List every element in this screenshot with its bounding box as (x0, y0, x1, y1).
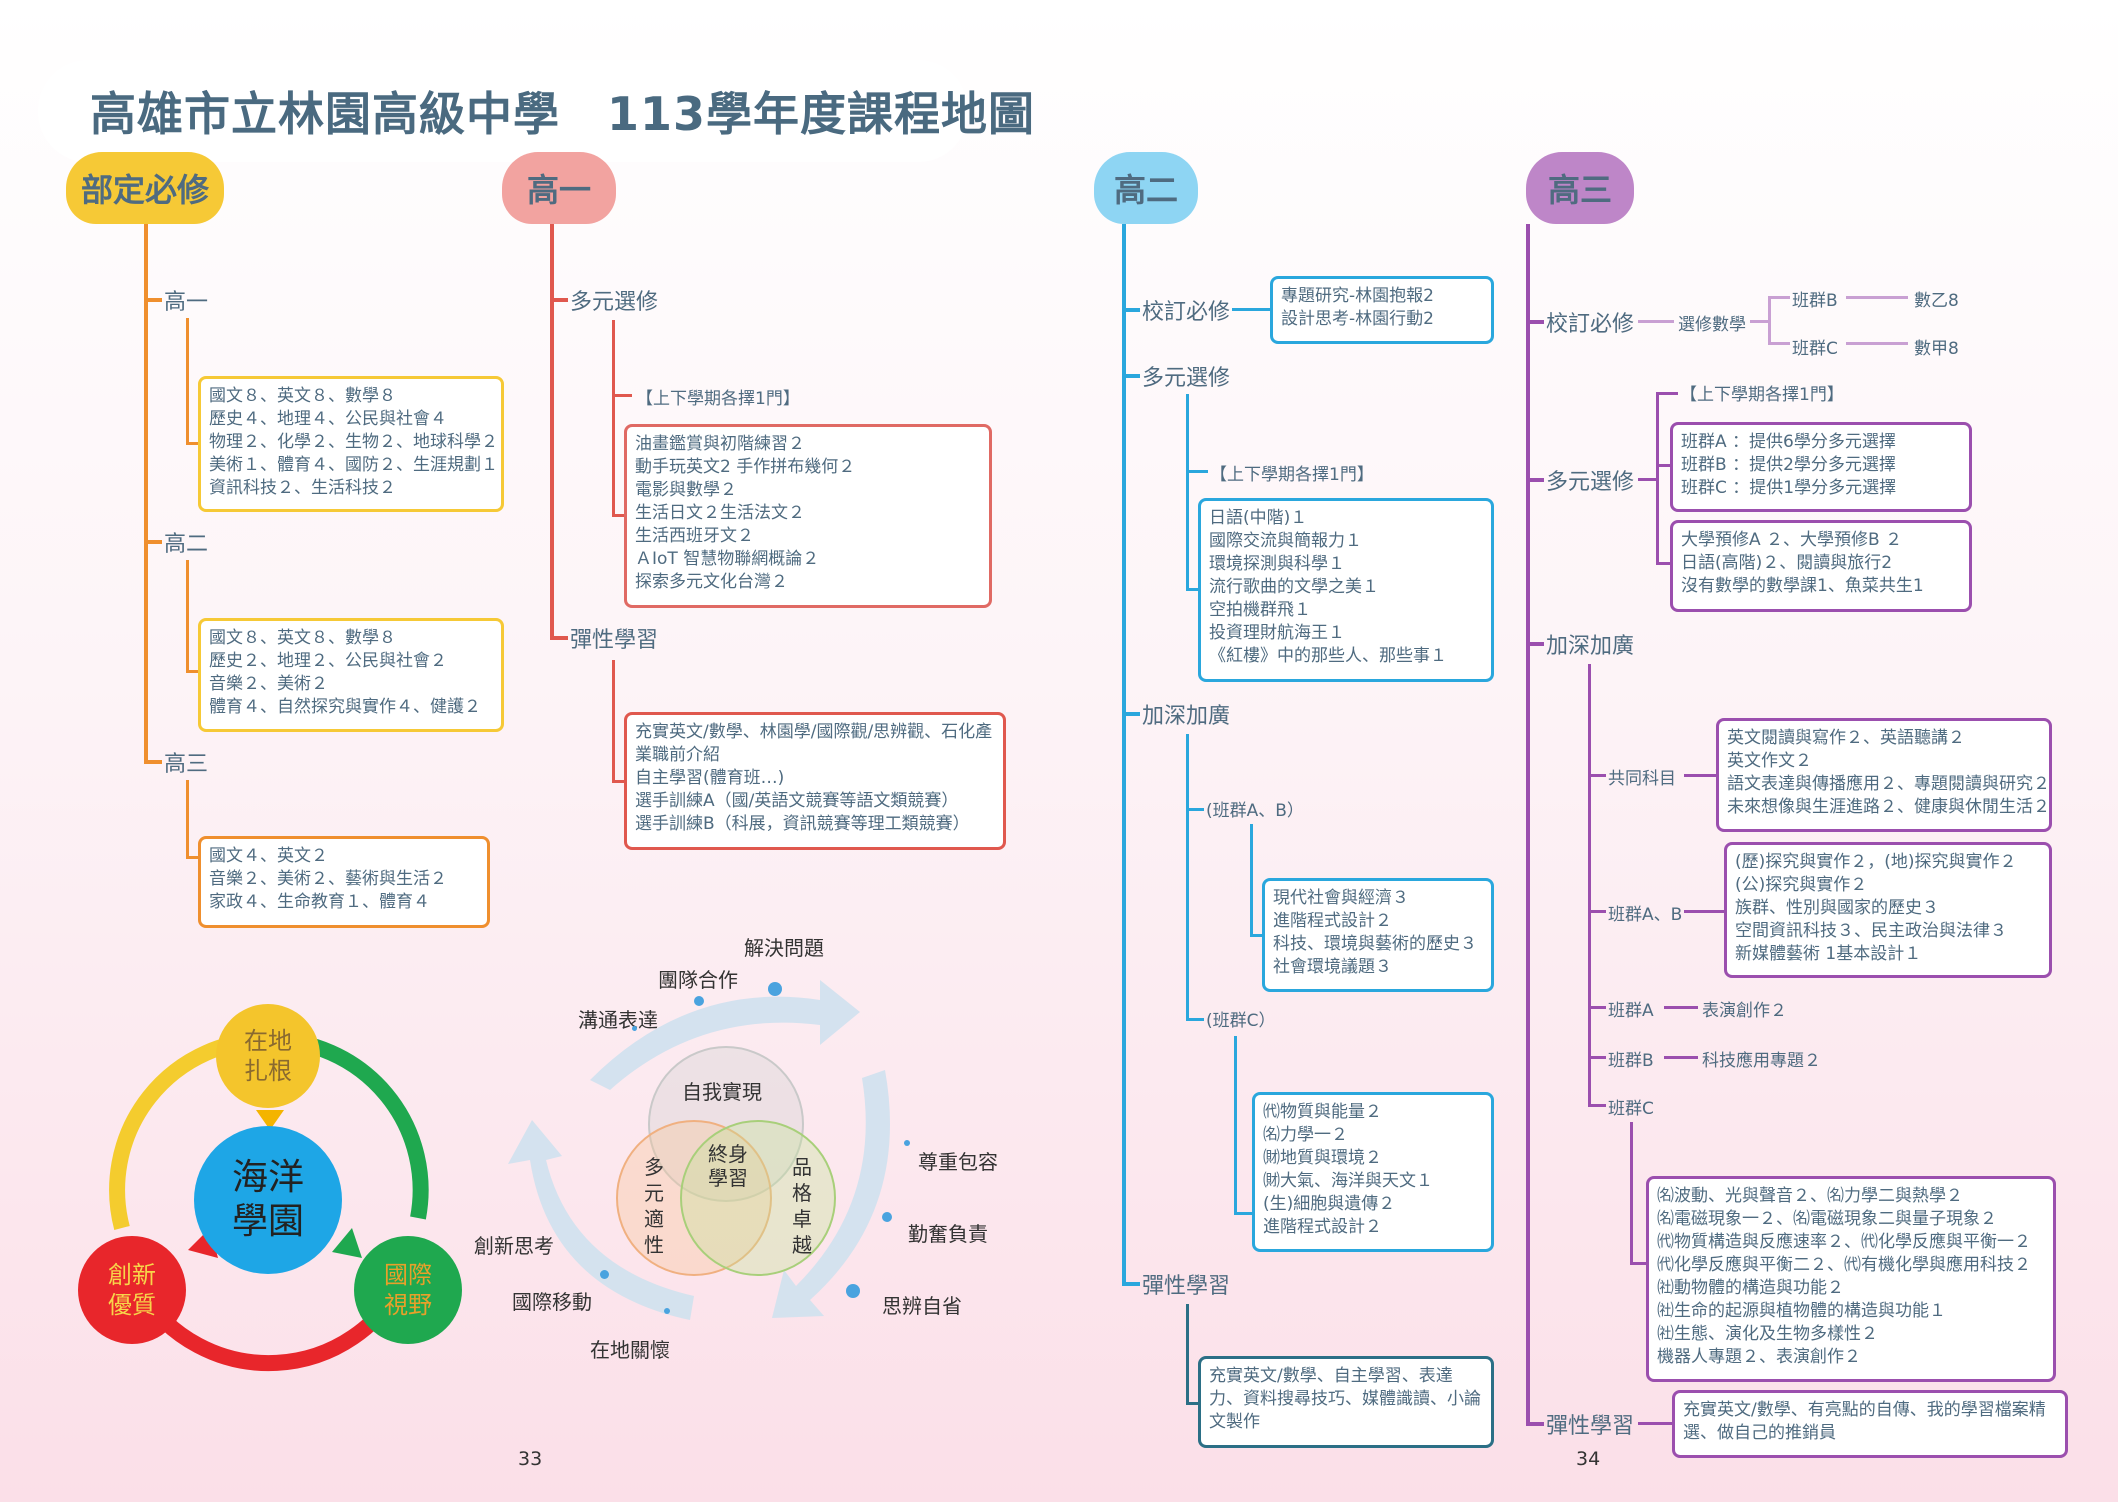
value-problem-solving: 解決問題 (744, 936, 824, 960)
value-communication: 溝通表達 (578, 1008, 658, 1032)
g12-school-c-val: 數甲8 (1914, 339, 1959, 359)
g11-deep-c-label: (班群C） (1206, 1011, 1276, 1031)
header-grade10: 高一 (502, 152, 616, 224)
value-reflection: 思辨自省 (882, 1294, 962, 1318)
page-number-right: 34 (1576, 1448, 1601, 1470)
vision-center-text: 海洋 學園 (231, 1157, 304, 1242)
g10-trunk (550, 224, 554, 638)
g11-trunk (1122, 224, 1126, 1284)
value-mobility: 國際移動 (512, 1290, 592, 1314)
g12-deep-b-label: 班群B (1608, 1051, 1654, 1071)
g12-flex-box: 充實英文/數學、有亮點的自傳、我的學習檔案精選、做自己的推銷員 (1672, 1390, 2068, 1458)
g12-deep-a-label: 班群A (1608, 1001, 1654, 1021)
g12-school-sub: 選修數學 (1678, 315, 1746, 335)
g10-multi-label: 多元選修 (570, 290, 659, 315)
value-local-care: 在地關懷 (590, 1338, 670, 1362)
values-circle-right (680, 1120, 836, 1276)
vision-left-text: 創新 優質 (108, 1261, 156, 1319)
vision-right: 國際 視野 (354, 1236, 462, 1344)
values-arrows (508, 980, 890, 1320)
values-inner-right: 品 格 卓 越 (792, 1155, 812, 1257)
header-required: 部定必修 (66, 152, 224, 224)
required-g10-label: 高一 (164, 290, 209, 315)
value-dot (632, 1026, 637, 1031)
vision-top: 在地 扎根 (216, 1004, 320, 1108)
g10-flex-box: 充實英文/數學、林園學/國際觀/思辨觀、石化產業職前介紹自主學習(體育班…)選手… (624, 712, 1006, 850)
value-dot (904, 1140, 910, 1146)
g12-trunk (1526, 224, 1530, 1424)
g11-deep-ab-label: (班群A、B） (1206, 801, 1304, 821)
values-inner-center: 終身 學習 (708, 1142, 748, 1190)
value-dot (768, 982, 782, 996)
g12-school-label: 校訂必修 (1546, 312, 1635, 337)
g11-school-label: 校訂必修 (1142, 300, 1231, 325)
g10-flex-label: 彈性學習 (570, 628, 659, 653)
value-diligence: 勤奮負責 (908, 1222, 988, 1246)
values-inner-left: 多 元 適 性 (644, 1155, 664, 1257)
g12-deep-b-val: 科技應用專題２ (1702, 1051, 1821, 1071)
g11-deep-label: 加深加廣 (1142, 704, 1231, 729)
g12-deep-ab-label: 班群A、B (1608, 905, 1683, 925)
required-g12-label: 高三 (164, 752, 209, 777)
value-respect: 尊重包容 (918, 1150, 998, 1174)
g11-multi-note: 【上下學期各擇1門】 (1210, 465, 1374, 485)
value-teamwork: 團隊合作 (658, 968, 738, 992)
g12-flex-label: 彈性學習 (1546, 1414, 1635, 1439)
required-g11-label: 高二 (164, 532, 209, 557)
g10-multi-note: 【上下學期各擇1門】 (636, 389, 800, 409)
value-dot (882, 1212, 892, 1222)
header-grade12: 高三 (1526, 152, 1634, 224)
g12-multi-label: 多元選修 (1546, 470, 1635, 495)
g12-deep-label: 加深加廣 (1546, 634, 1635, 659)
g12-school-c: 班群C (1792, 339, 1838, 359)
value-dot (846, 1284, 860, 1298)
values-inner-top: 自我實現 (682, 1080, 762, 1104)
g12-multi-box1: 班群A ：提供6學分多元選擇班群B ：提供2學分多元選擇班群C ：提供1學分多元… (1670, 422, 1972, 512)
value-dot (664, 1308, 670, 1314)
vision-top-text: 在地 扎根 (244, 1027, 292, 1085)
g12-deep-common-label: 共同科目 (1608, 769, 1676, 789)
vision-right-text: 國際 視野 (384, 1261, 432, 1319)
required-trunk (144, 224, 148, 762)
page-number-left: 33 (518, 1448, 543, 1470)
g11-flex-box: 充實英文/數學、自主學習、表達力、資料搜尋技巧、媒體識讀、小論文製作 (1198, 1356, 1494, 1448)
value-dot (694, 996, 704, 1006)
g12-deep-a-val: 表演創作２ (1702, 1001, 1787, 1021)
g12-multi-note: 【上下學期各擇1門】 (1680, 385, 1844, 405)
g12-school-b: 班群B (1792, 291, 1838, 311)
g12-deep-c-label: 班群C (1608, 1099, 1654, 1119)
page-title: 高雄市立林園高級中學 113學年度課程地圖 (90, 87, 1036, 141)
g11-multi-label: 多元選修 (1142, 366, 1231, 391)
value-innovation: 創新思考 (474, 1234, 554, 1258)
header-grade11: 高二 (1094, 152, 1198, 224)
vision-center: 海洋 學園 (194, 1126, 342, 1274)
vision-left: 創新 優質 (78, 1236, 186, 1344)
title-banner (38, 60, 968, 162)
value-dot (600, 1270, 609, 1279)
g12-deep-c-box: ㈴波動、光與聲音２、㈴力學二與熱學２㈴電磁現象一２、㈴電磁現象二與量子現象２㈹物… (1646, 1176, 2056, 1382)
g12-school-b-val: 數乙8 (1914, 291, 1959, 311)
g11-flex-label: 彈性學習 (1142, 1274, 1231, 1299)
